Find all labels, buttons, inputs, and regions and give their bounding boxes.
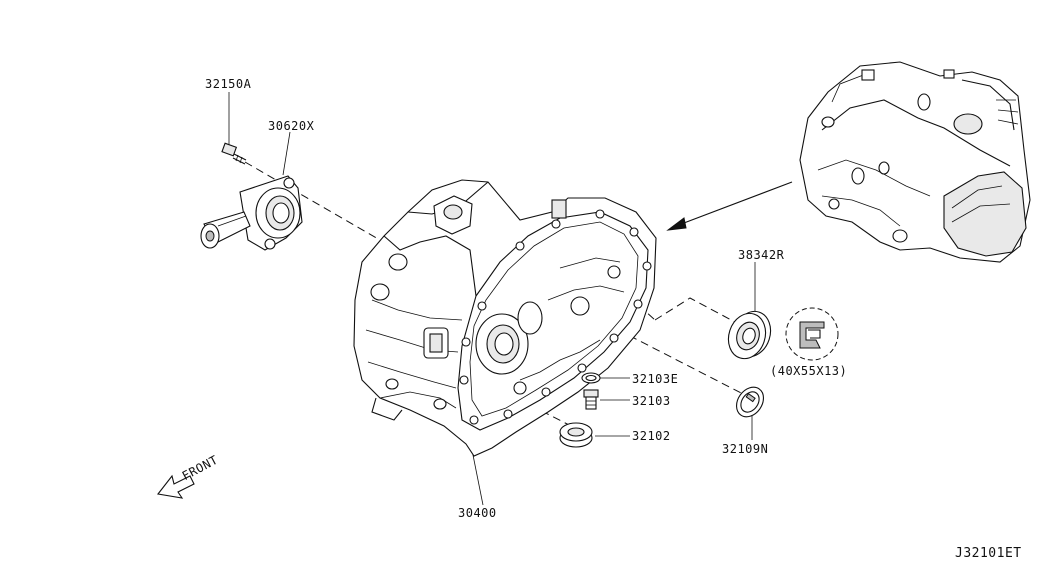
direction-arrow-icon bbox=[666, 181, 793, 231]
plug-32103 bbox=[583, 389, 599, 410]
washer-32102 bbox=[559, 422, 593, 448]
part-label-32150a[interactable]: 32150A bbox=[205, 77, 252, 91]
part-label-32109n[interactable]: 32109N bbox=[722, 442, 769, 456]
part-label-30620x[interactable]: 30620X bbox=[268, 119, 315, 133]
seal-section-icon bbox=[785, 307, 839, 361]
clutch-housing-30400 bbox=[353, 179, 657, 457]
part-label-30400[interactable]: 30400 bbox=[458, 506, 497, 520]
retainer-32109n bbox=[736, 386, 764, 418]
diagram-id: J32101ET bbox=[955, 546, 1022, 561]
part-label-38342r[interactable]: 38342R bbox=[738, 248, 785, 262]
front-arrow-icon bbox=[156, 474, 195, 499]
part-label-32103e[interactable]: 32103E bbox=[632, 372, 679, 386]
release-bearing-30620x bbox=[200, 175, 303, 251]
flange-bolts bbox=[459, 209, 652, 425]
bolt-32150a bbox=[221, 142, 247, 165]
transmission-overview bbox=[799, 61, 1031, 263]
seal-spec-label: (40X55X13) bbox=[770, 364, 848, 378]
gasket-32103e bbox=[581, 372, 601, 384]
part-label-32103[interactable]: 32103 bbox=[632, 394, 671, 408]
oil-seal-38342r bbox=[727, 310, 772, 360]
part-label-32102[interactable]: 32102 bbox=[632, 429, 671, 443]
